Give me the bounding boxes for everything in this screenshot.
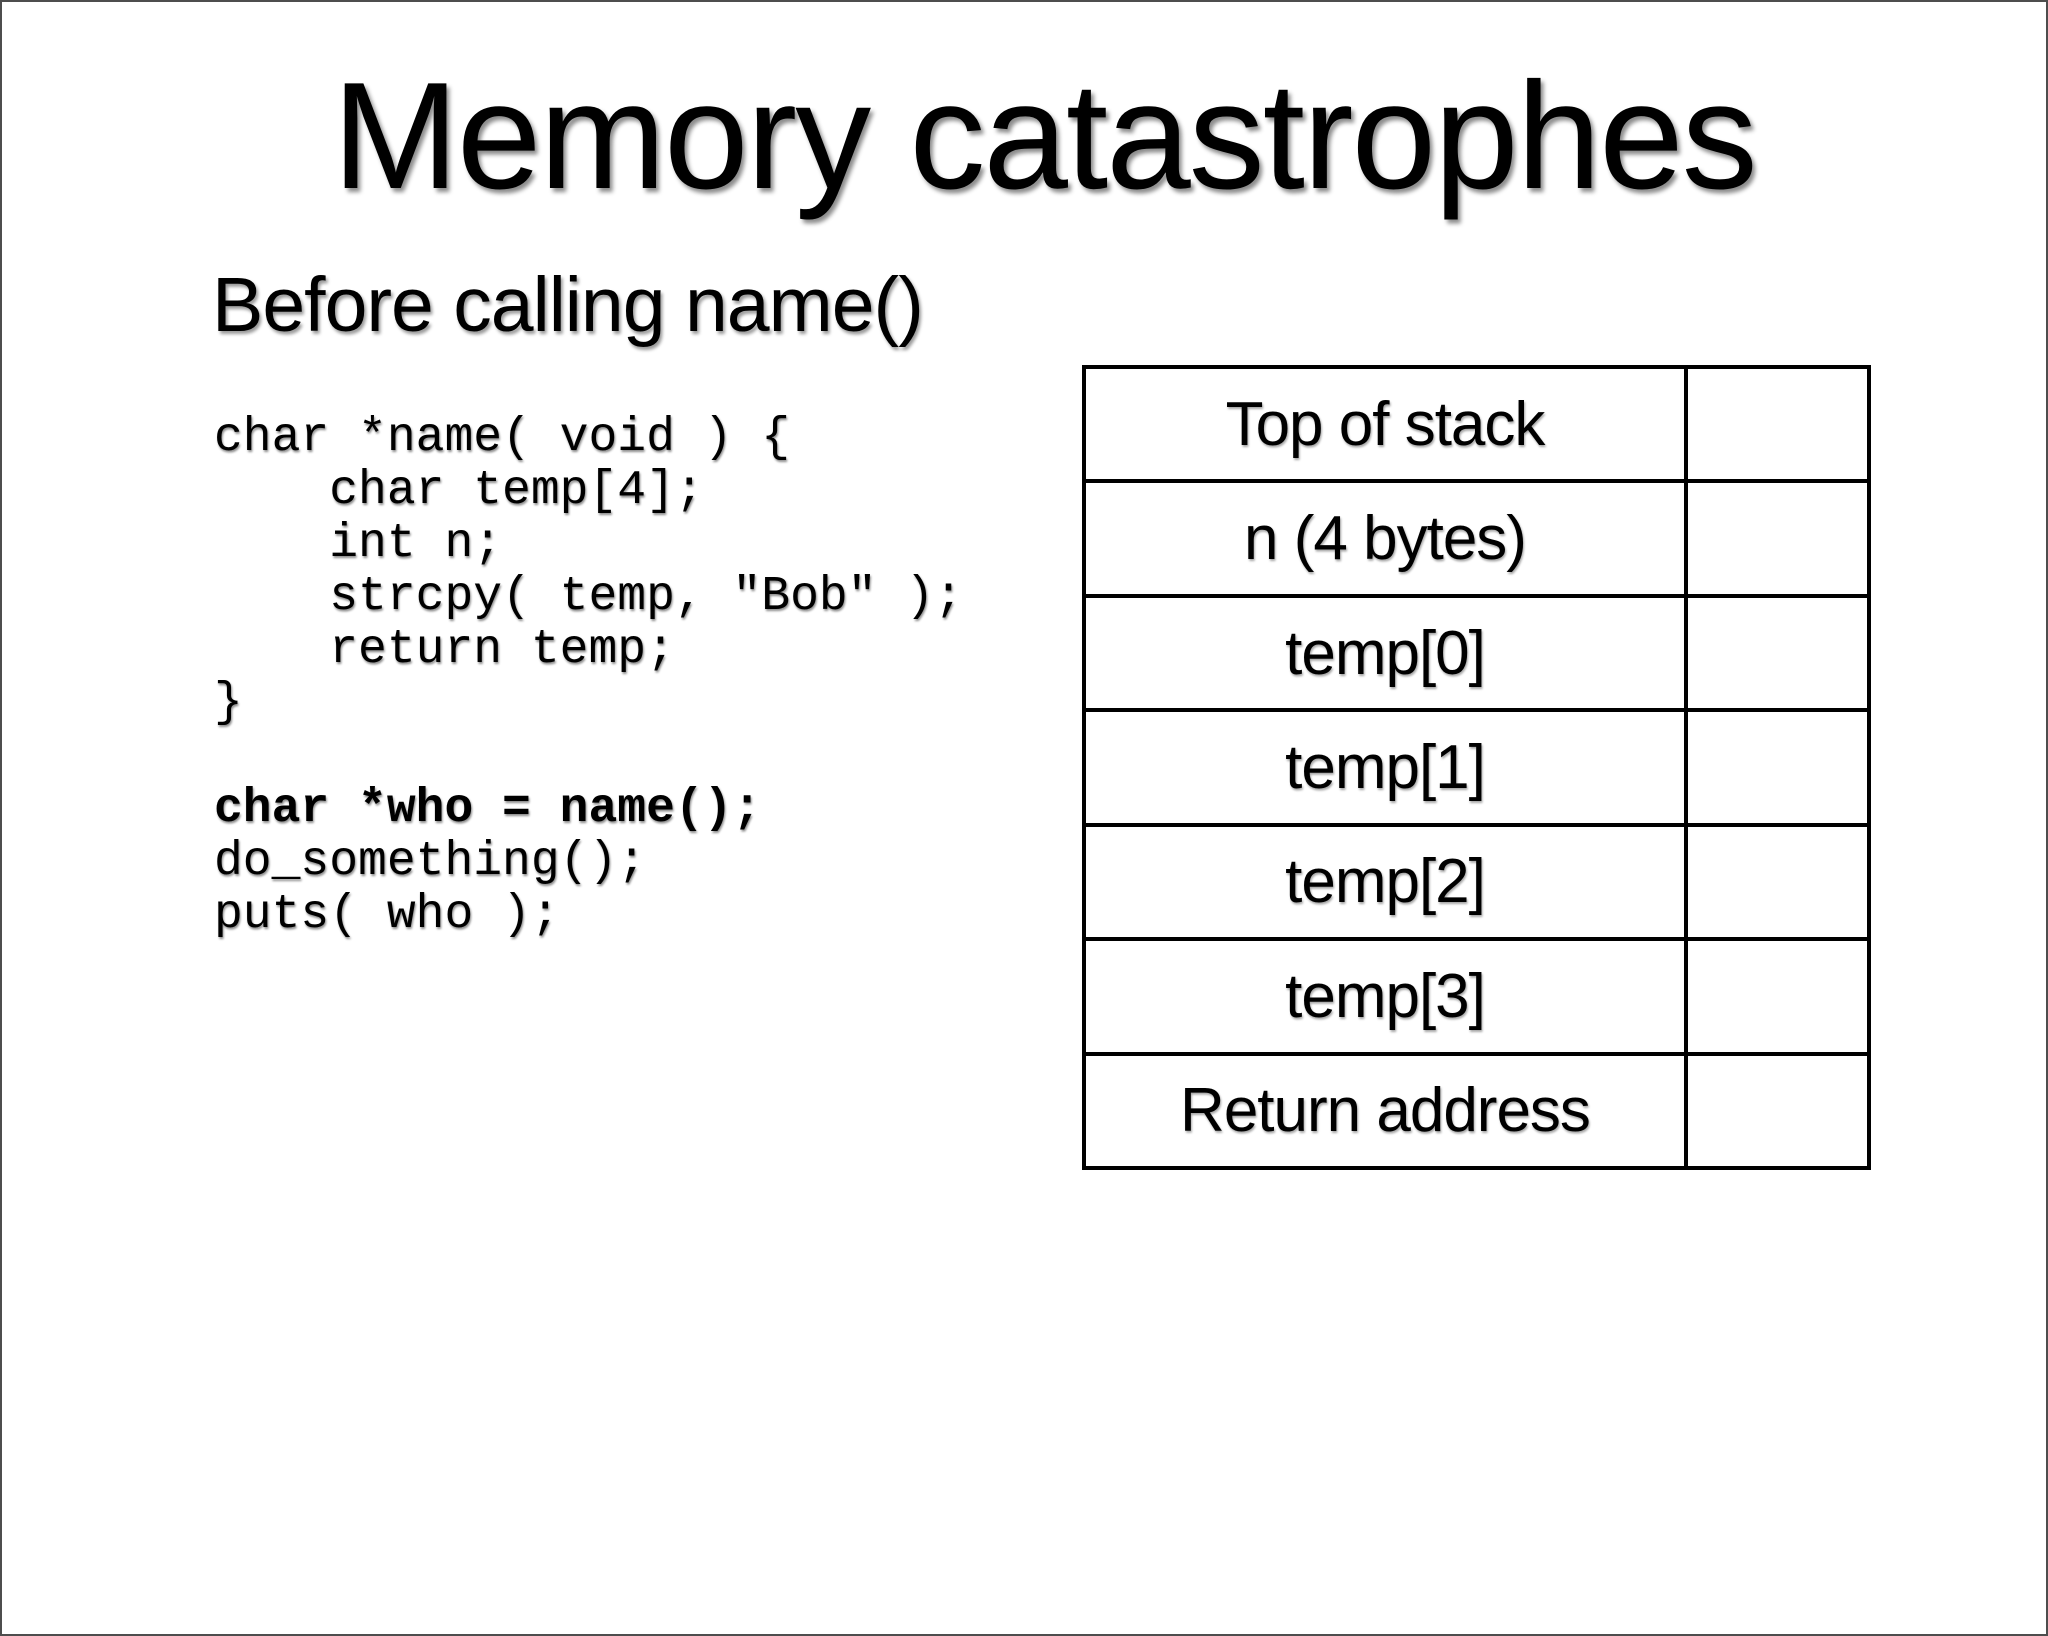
- table-row-top-of-stack: Top of stack: [1086, 369, 1867, 484]
- stack-row-value-cell: [1688, 483, 1867, 593]
- code-line-puts: puts( who );: [214, 888, 560, 942]
- code-line-return: return temp;: [214, 623, 675, 677]
- stack-row-value-cell: [1688, 369, 1867, 479]
- stack-row-label: temp[3]: [1086, 941, 1688, 1052]
- stack-row-label: n (4 bytes): [1086, 483, 1688, 594]
- stack-row-label: temp[0]: [1086, 597, 1688, 709]
- code-line-do-something: do_something();: [214, 835, 647, 889]
- page-title: Memory catastrophes: [332, 51, 1757, 221]
- stack-row-value-cell: [1688, 1056, 1867, 1166]
- stack-row-label: Top of stack: [1086, 369, 1688, 480]
- code-line-who-assignment: char *who = name();: [214, 782, 762, 836]
- table-row-n: n (4 bytes): [1086, 483, 1867, 598]
- stack-row-value-cell: [1688, 827, 1867, 937]
- table-row-temp2: temp[2]: [1086, 826, 1867, 942]
- stack-row-value-cell: [1688, 941, 1867, 1051]
- stack-diagram-table: Top of stack n (4 bytes) temp[0] temp[1]…: [1082, 365, 1871, 1170]
- stack-row-label: Return address: [1086, 1055, 1688, 1166]
- code-block: char *name( void ) { char temp[4]; int n…: [214, 412, 963, 942]
- table-row-return-address: Return address: [1086, 1055, 1867, 1166]
- table-row-temp3: temp[3]: [1086, 941, 1867, 1056]
- stack-row-value-cell: [1688, 712, 1867, 822]
- table-row-temp0: temp[0]: [1086, 597, 1867, 713]
- stack-row-value-cell: [1688, 598, 1867, 708]
- stack-row-label: temp[1]: [1086, 712, 1688, 823]
- slide-subtitle: Before calling name(): [212, 262, 924, 348]
- table-row-temp1: temp[1]: [1086, 712, 1867, 827]
- stack-row-label: temp[2]: [1086, 826, 1688, 938]
- code-line-close-brace: }: [214, 676, 243, 730]
- code-line-strcpy: strcpy( temp, "Bob" );: [214, 570, 963, 624]
- code-line-function-signature: char *name( void ) {: [214, 411, 791, 465]
- code-blank-line: [214, 730, 963, 783]
- code-line-declare-temp: char temp[4];: [214, 464, 704, 518]
- code-line-declare-n: int n;: [214, 517, 503, 571]
